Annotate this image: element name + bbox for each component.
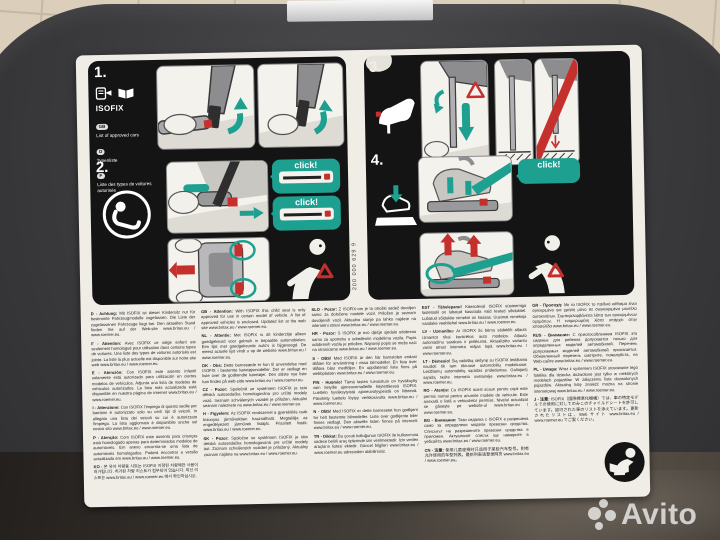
language-section: HR - Pozor: S ISOFIX je ovo dječje sjeda… [311,329,417,353]
language-column: SLO - Pozor: Z ISOFIX-om je ta otroški s… [311,305,419,493]
language-section: SK - Pozor: Spoločne so systémom ISOFIX … [203,433,309,457]
step-2-illustration-a [165,159,270,234]
instruction-block-steps-3-4: 3. [363,50,635,300]
language-section: D - Achtung: Mit ISOFIX ist dieser Kinde… [90,309,196,338]
click-label: click! [294,159,318,171]
push-base-top-view-drawing [168,237,257,302]
step-3-illustration-c [533,57,580,165]
language-section: E - Atención: Con ISOFIX este asiento in… [91,368,197,402]
language-column: GB - Attention: With ISOFIX this child s… [201,307,309,495]
avito-watermark: Avito [588,498,697,532]
step-3-illustration-b [493,58,534,166]
pointing-hand-list-icon [95,87,112,100]
step-1-number: 1. [93,63,107,82]
avito-watermark-text: Avito [621,498,698,531]
language-section: N - OBS! Med ISOFIX er dette barnesetet … [313,407,419,431]
blank-sticker [286,0,434,22]
language-section: KO - 본 유아 차량용 시트는 ISOFIX 지정된 차량에만 사용이 허가… [93,462,199,480]
carrier-onto-base-icon [374,183,419,228]
click-bubble-1: click! [271,158,341,194]
leg-on-floor-correct-drawing [498,59,532,161]
language-section: RUS - Внимание: С приспособлением ISOFIX… [532,330,638,364]
isofix-title: ISOFIX [95,103,124,114]
language-section: NL - Attentie: Met ISOFIX is dit kinderz… [201,331,307,360]
language-section: I - Attenzione: Con ISOFIX l'impiego di … [92,403,198,432]
label-scratch [365,51,393,72]
step-4-illustration-a [417,155,513,223]
language-section: EST - Tähelepanu! Käesoleval ISOFIX süst… [421,302,527,326]
click-label: click! [294,196,319,208]
click-bubble-2: click! [272,195,342,231]
click-carrier-on-base-drawing [419,156,512,222]
figure-with-warning-triangle [277,236,340,300]
pull-isofix-arm-drawing [259,63,344,147]
language-section: BG - Внимание: Тази седалка с ISOFIX е р… [423,415,529,445]
connector-mini-picture [279,207,335,221]
support-leg-seat-icon [373,93,418,136]
language-section: P - Atenção: Com ISOFIX este assento par… [92,432,198,462]
language-section: PL - Uwaga: Wraz z systemem ISOFIX stoso… [533,365,639,394]
language-section: DK - Obs: Dette barnesæde er kun til anv… [202,360,307,384]
press-isofix-button-drawing [157,65,255,149]
step-3-illustration-a [419,59,490,167]
approved-cars-item: List of approved cars [96,132,139,139]
language-section: RO - Atenție: Cu ISOFIX acest scaun pent… [423,386,529,415]
step-2-illustration-b [167,236,271,303]
connector-mini-picture [278,170,334,184]
release-carrier-drawing [421,233,514,296]
step-4-number: 4. [370,151,384,169]
attach-connectors-drawing [167,160,269,233]
languages: D - Achtung: Mit ISOFIX ist dieser Kinde… [91,301,640,497]
step-2-number: 2. [95,158,109,177]
leg-floating-wrong-drawing [534,58,579,164]
step-1-illustration-a [155,64,256,150]
country-code-badge: GB [96,123,108,131]
language-column: D - Achtung: Mit ISOFIX ist dieser Kinde… [91,309,199,497]
language-column: EST - Tähelepanu! Käesoleval ISOFIX süst… [422,303,530,491]
adjust-support-leg-drawing [422,60,489,166]
step-1-illustration-b [256,62,345,148]
open-book-icon [118,88,134,99]
language-section: SLO - Pozor: Z ISOFIX-om je ta otroški s… [311,304,417,328]
language-section: J - 注意: ISOFIX（国際標準化機構）では、車の特定モデルでの使用に対し… [533,394,639,423]
click-bubble-3: click! [517,157,581,185]
language-section: CN - 注意: 使用儿童座椅时只适用于某些汽车型号。附有允许使用的车型列表。最… [424,445,530,463]
language-section: GR - Προσοχή: Με το ISOFIX το παιδικό κά… [532,300,637,330]
language-section: LT - Dėmesio! Šią vaikišką sėdynę su ISO… [422,356,528,385]
language-section: TR - Dikkat: Bu çocuk koltuğunun ISOFIX … [313,431,419,455]
language-section: LV - Uzmanību: Ar ISOFIX šo bērnu sēdekl… [422,327,528,356]
country-code-badge: D [96,148,105,155]
read-manual-icon [603,441,646,484]
language-section: CZ - Pozor: Společně se systémem ISOFIX … [202,385,308,409]
avito-logo-dots [588,498,618,532]
language-section: GB - Attention: With ISOFIX this child s… [201,307,306,331]
click-label: click! [537,159,561,170]
language-section: H - Figyelem: Az ISOFIX rendszerrel a gy… [202,409,308,433]
label-part-number: 200 000 629 9 [351,241,359,291]
language-section: F - Attention: Avec ISOFIX ce siège enfa… [91,338,196,368]
language-section: S - OBS! Med ISOFIX är den här barnstole… [312,353,418,377]
figure-with-warning-triangle [517,232,578,295]
step-4-illustration-b [419,231,515,297]
child-seat-circle-icon [102,190,152,239]
language-section: FIN - Huomio! Tämä lasten turvaistuin on… [312,377,418,406]
